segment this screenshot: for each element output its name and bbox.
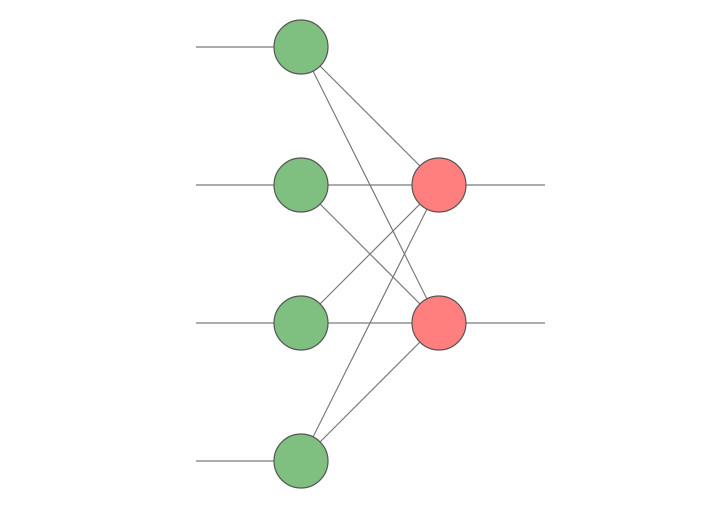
input-node-1 <box>273 19 329 75</box>
io-line-layer <box>196 46 545 462</box>
input-node-3 <box>273 295 329 351</box>
connection-layer <box>300 46 440 462</box>
edge-input-4-to-output-1 <box>300 184 440 462</box>
input-node-2 <box>273 157 329 213</box>
output-node-1 <box>411 157 467 213</box>
edge-input-4-to-output-2 <box>300 322 440 462</box>
edge-input-3-to-output-1 <box>300 184 440 324</box>
output-node-2 <box>411 295 467 351</box>
edge-input-1-to-output-1 <box>300 46 440 186</box>
node-layer <box>273 19 467 489</box>
input-node-4 <box>273 433 329 489</box>
